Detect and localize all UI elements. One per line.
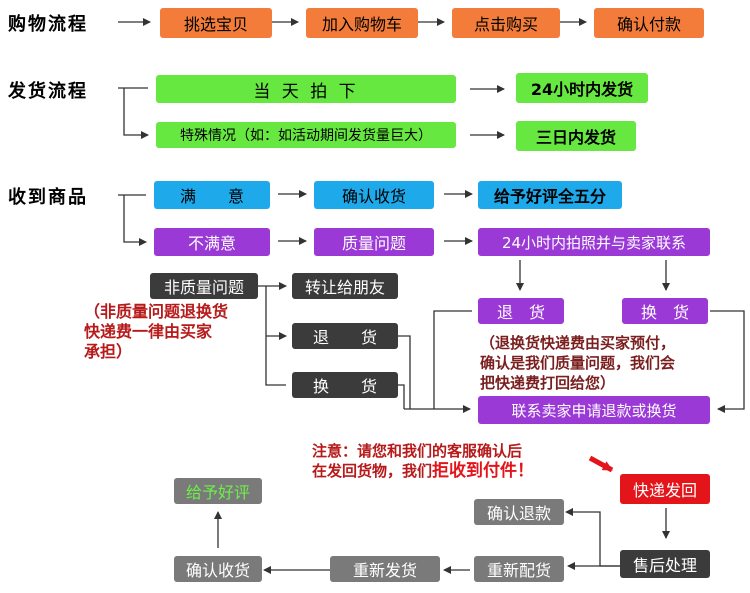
arrow-nonq-branch — [265, 286, 286, 386]
box-transfer-friend: 转让给朋友 — [292, 273, 398, 299]
note-attention-reject: 拒收到付件！ — [432, 461, 535, 481]
box-special-case: 特殊情况（如：如活动期间发货量巨大） — [156, 122, 456, 148]
note-prepay-line1: （退换货快递费由买家预付， — [480, 334, 676, 352]
box-contact-seller: 24小时内拍照并与卖家联系 — [478, 228, 710, 256]
box-non-quality: 非质量问题 — [150, 273, 258, 299]
note-attention-line2: 在发回货物，我们拒收到付件！ — [312, 461, 602, 481]
box-reconfigure: 重新配货 — [474, 556, 564, 582]
line-exchange-b — [398, 384, 405, 409]
box-satisfied: 满 意 — [154, 181, 270, 209]
box-unsatisfied: 不满意 — [154, 228, 270, 256]
box-confirm-payment: 确认付款 — [594, 8, 704, 38]
box-apply-refund: 联系卖家申请退款或换货 — [478, 396, 710, 424]
box-ship-back: 快递发回 — [620, 474, 710, 504]
line-return-b — [398, 335, 411, 409]
box-exchange-a: 换 货 — [622, 298, 708, 324]
note-attention-line2a: 在发回货物，我们 — [312, 462, 433, 480]
label-purchase: 购物流程 — [8, 14, 88, 35]
box-good-review-2: 给予好评 — [174, 478, 262, 504]
note-nonq-line2: 快递费一律由买家 — [84, 322, 213, 341]
label-shipping: 发货流程 — [8, 81, 88, 102]
box-3day-ship: 三日内发货 — [516, 121, 636, 151]
box-after-sale: 售后处理 — [620, 550, 710, 578]
note-attention: 注意：请您和我们的客服确认后 在发回货物，我们拒收到付件！ — [312, 441, 602, 481]
box-return-a: 退 货 — [478, 298, 564, 324]
note-prepay-line3: 把快递费打回给您） — [480, 374, 616, 392]
note-nonq-line3: 承担） — [84, 342, 133, 361]
box-return-b: 退 货 — [292, 323, 398, 349]
line-after-refund — [565, 508, 620, 567]
box-reship: 重新发货 — [330, 556, 440, 582]
box-click-buy: 点击购买 — [452, 8, 560, 38]
box-confirm-receipt-2: 确认收货 — [174, 556, 262, 582]
label-receive: 收到商品 — [8, 187, 88, 208]
line-return-a-down — [433, 310, 472, 409]
box-good-review-5: 给予好评全五分 — [478, 181, 622, 209]
arrow-shipping-branch — [118, 87, 148, 135]
box-24h-ship: 24小时内发货 — [516, 73, 648, 103]
box-add-to-cart: 加入购物车 — [306, 8, 418, 38]
box-exchange-b: 换 货 — [292, 372, 398, 398]
box-confirm-receipt: 确认收货 — [314, 181, 434, 209]
arrow-receive-branch — [118, 194, 146, 242]
line-exchange-a-down — [710, 310, 745, 413]
box-select-item: 挑选宝贝 — [160, 8, 272, 38]
note-attention-line1: 注意：请您和我们的客服确认后 — [312, 442, 523, 460]
note-nonq-line1: （非质量问题退换货 — [84, 302, 229, 321]
note-seller-prepay: （退换货快递费由买家预付， 确认是我们质量问题，我们会 把快递费打回给您） — [480, 333, 740, 393]
note-prepay-line2: 确认是我们质量问题，我们会 — [480, 354, 676, 372]
box-confirm-refund: 确认退款 — [474, 499, 564, 525]
red-attention-arrow — [588, 455, 614, 473]
box-same-day: 当 天 拍 下 — [156, 75, 456, 103]
note-non-quality: （非质量问题退换货 快递费一律由买家 承担） — [84, 302, 264, 362]
box-quality-issue: 质量问题 — [314, 228, 434, 256]
